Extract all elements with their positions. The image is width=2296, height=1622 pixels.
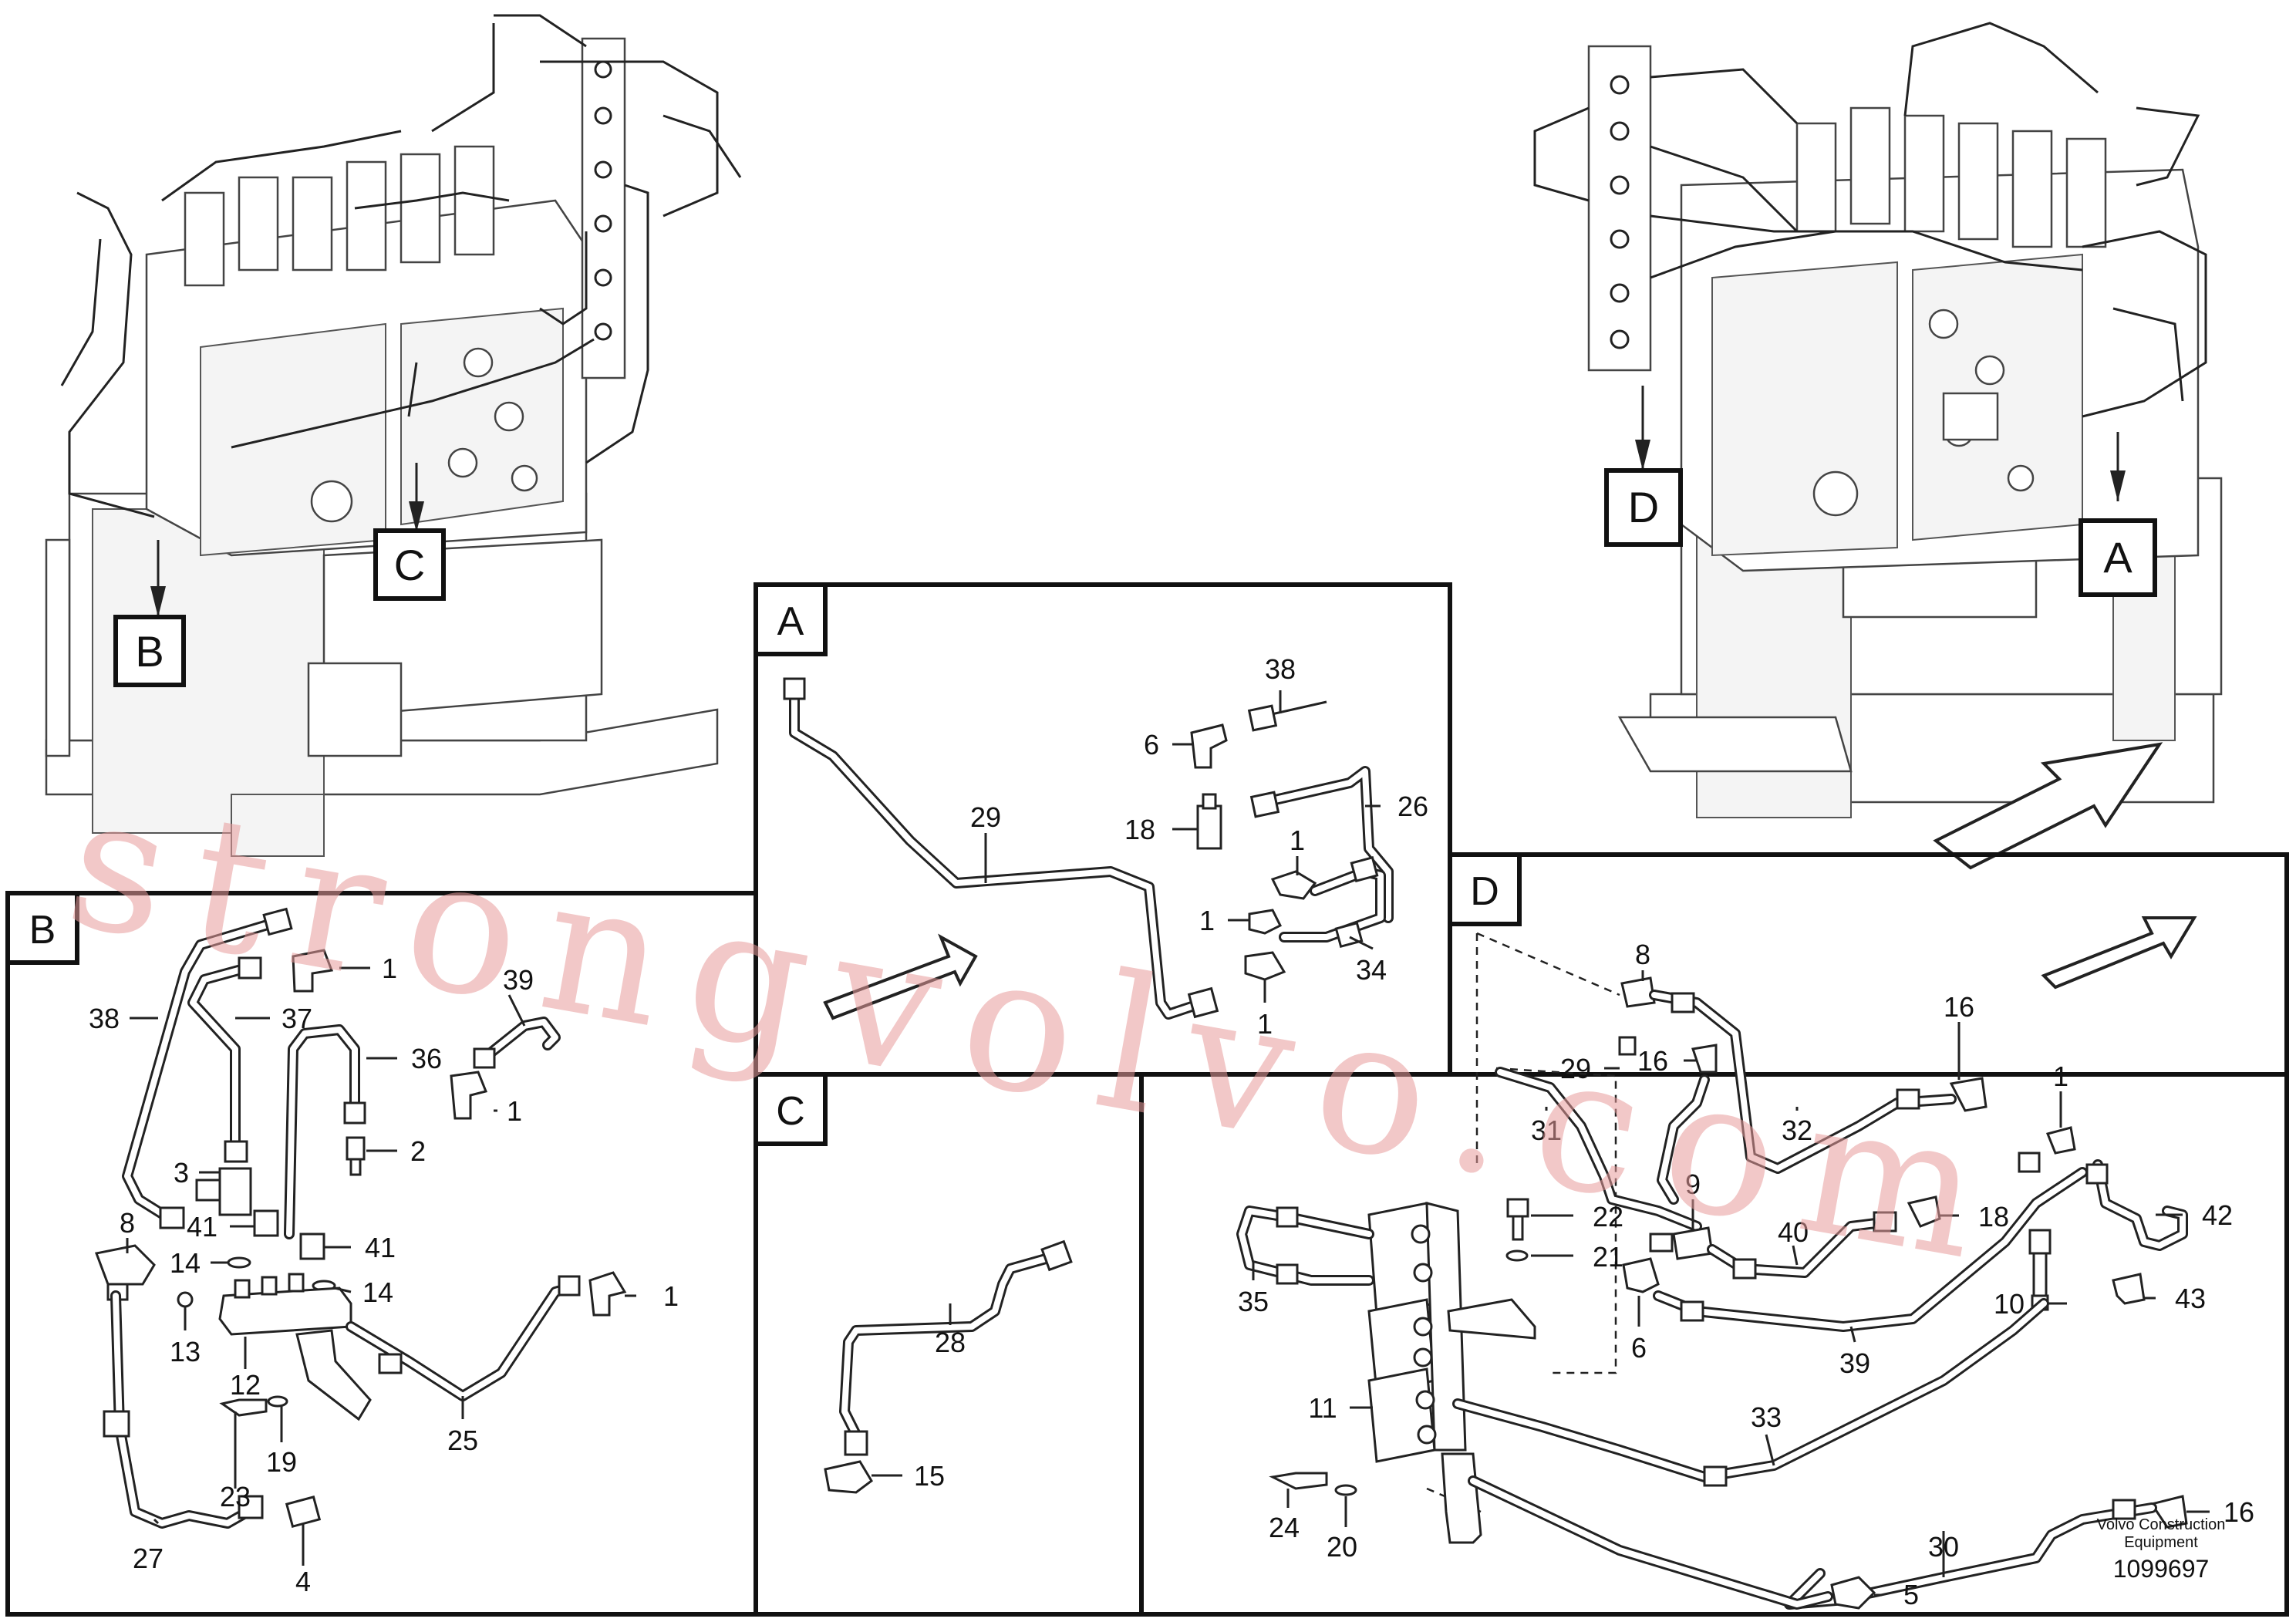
footer-company-line1: Volvo Construction [2097, 1516, 2226, 1533]
panel-d-label-11: 11 [1308, 1392, 1337, 1424]
panel-d-label-30: 30 [1928, 1531, 1959, 1563]
overview-callout-d: D [1628, 483, 1659, 531]
panel-b-label-23: 23 [220, 1481, 251, 1512]
panel-b-label-14-right: 14 [362, 1276, 393, 1308]
right-overview-assembly: D A [1533, 22, 2223, 870]
panel-c-label-15: 15 [914, 1460, 945, 1492]
panel-d-label-1: 1 [2053, 1061, 2068, 1092]
panel-d-label-6: 6 [1631, 1332, 1647, 1364]
panel-d-top-frame [1450, 852, 2289, 1074]
panel-d-label-35: 35 [1238, 1286, 1269, 1317]
direction-arrow [1933, 742, 2163, 870]
panel-a-label-1-top: 1 [1290, 824, 1305, 856]
panel-d-label-16-top: 16 [1944, 991, 1974, 1023]
panel-d-label-24: 24 [1269, 1512, 1300, 1543]
panel-b-label-27: 27 [133, 1543, 164, 1574]
panel-a-label-18: 18 [1124, 814, 1155, 845]
panel-b-label-13: 13 [170, 1336, 201, 1367]
panel-d-drawing: 8 16 1 29 16 31 32 9 22 21 40 18 42 35 6… [1236, 916, 2254, 1610]
overview-callout-c: C [394, 541, 425, 589]
panel-b-label-19: 19 [266, 1446, 297, 1478]
panel-a-label-6: 6 [1144, 729, 1159, 760]
panel-d-label-9: 9 [1685, 1168, 1701, 1200]
panel-b-label-37: 37 [282, 1003, 312, 1034]
panel-b-label-41-right: 41 [365, 1232, 396, 1263]
panel-b-label-12: 12 [230, 1369, 261, 1401]
panel-b-label-41-left: 41 [187, 1211, 217, 1243]
panel-a-label-1-bottom: 1 [1257, 1008, 1273, 1040]
overview-callout-a: A [2103, 533, 2132, 582]
panel-d-label-43: 43 [2175, 1283, 2206, 1314]
panel-a-label-1-mid: 1 [1199, 905, 1215, 936]
panel-b-label-14-left: 14 [170, 1247, 201, 1279]
footer-company-line2: Equipment [2124, 1534, 2198, 1551]
panel-a-letter: A [777, 599, 804, 644]
panel-d-label-29: 29 [1560, 1053, 1591, 1084]
panel-b-label-4: 4 [295, 1566, 311, 1597]
panel-b-label-39: 39 [503, 964, 534, 996]
panel-d-label-40: 40 [1778, 1216, 1809, 1248]
panel-d-letter: D [1470, 869, 1499, 914]
panel-d-label-10: 10 [1994, 1288, 2025, 1320]
panel-a-label-29: 29 [970, 801, 1001, 833]
left-overview-assembly: B C [45, 14, 742, 857]
panel-b-drawing: 1 38 37 39 36 1 3 2 8 41 41 14 14 1 13 1… [89, 907, 679, 1597]
panel-d-label-18: 18 [1978, 1201, 2009, 1233]
panel-d-frame [1139, 1072, 2289, 1617]
panel-d-label-5: 5 [1903, 1579, 1919, 1610]
panel-c-label-28: 28 [935, 1327, 966, 1358]
panel-d-label-42: 42 [2202, 1199, 2233, 1231]
panel-b-label-25: 25 [447, 1425, 478, 1456]
panel-d-label-20: 20 [1327, 1531, 1357, 1563]
panel-d-label-16-bottom: 16 [2224, 1496, 2254, 1528]
panel-b-label-3: 3 [174, 1157, 189, 1189]
panel-b-label-38: 38 [89, 1003, 120, 1034]
panel-b-label-8: 8 [120, 1207, 135, 1239]
panel-d-label-22: 22 [1593, 1201, 1623, 1233]
panel-b-label-2: 2 [410, 1135, 426, 1167]
overview-callout-b: B [135, 627, 164, 676]
panel-b-label-1-top: 1 [382, 953, 397, 984]
panel-b-label-1-right: 1 [663, 1280, 679, 1312]
panel-d-label-21: 21 [1593, 1241, 1623, 1273]
panel-d-label-32: 32 [1782, 1114, 1812, 1146]
footer-reference-number: 1099697 [2113, 1555, 2210, 1583]
panel-a-label-38: 38 [1265, 653, 1296, 685]
panel-b-label-36: 36 [411, 1043, 442, 1074]
panel-d-label-16-mid: 16 [1637, 1045, 1668, 1077]
panel-b-label-1-mid: 1 [507, 1095, 522, 1127]
panel-d-label-39: 39 [1839, 1347, 1870, 1379]
panel-d-label-8: 8 [1635, 939, 1650, 970]
panel-c-letter: C [776, 1089, 805, 1134]
panel-d-label-33: 33 [1751, 1401, 1782, 1433]
panel-a-label-34: 34 [1356, 954, 1387, 986]
panel-d-label-31: 31 [1531, 1114, 1562, 1146]
panel-a-drawing: 38 6 29 18 26 1 1 34 1 [783, 653, 1428, 1040]
panel-a-label-26: 26 [1397, 791, 1428, 822]
panel-b-letter: B [29, 908, 56, 953]
panel-c-drawing: 28 15 [824, 1239, 1073, 1494]
